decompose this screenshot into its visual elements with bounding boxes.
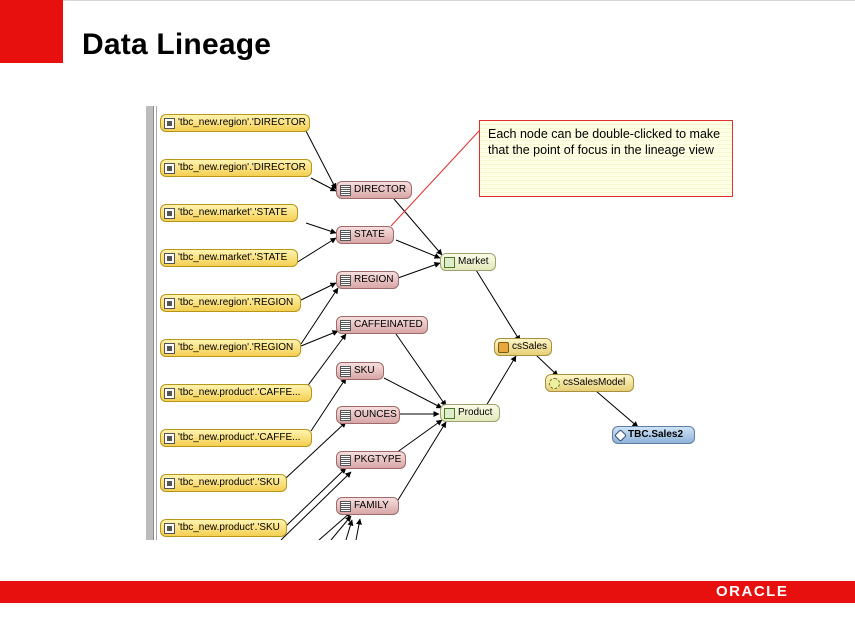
edge-family-product (397, 421, 447, 501)
level-icon (340, 365, 351, 377)
edge-pkgtype-product (395, 419, 443, 454)
diagram-scrollbar[interactable] (146, 106, 154, 540)
source-node-1[interactable]: 'tbc_new.region'.'DIRECTOR (160, 114, 310, 132)
level-icon (340, 184, 351, 196)
source-table-icon (164, 477, 175, 489)
source-node-4[interactable]: 'tbc_new.market'.'STATE (160, 249, 298, 267)
source-node-5[interactable]: 'tbc_new.region'.'REGION (160, 294, 301, 312)
level-icon (340, 500, 351, 512)
edge-sku-product (383, 377, 443, 409)
model-node-cssalesmodel[interactable]: csSalesModel (545, 374, 634, 392)
edge-market-cube (475, 269, 521, 342)
edge-caffeinated-product (395, 333, 447, 407)
edge-director-market (393, 198, 443, 256)
dimension-hierarchy-icon (444, 256, 455, 268)
cube-icon (498, 341, 509, 353)
oracle-logo: ORACLE (716, 583, 789, 600)
edge-extra-4 (345, 519, 354, 540)
edge-state-market (395, 239, 441, 259)
source-table-icon (164, 207, 175, 219)
model-icon (549, 377, 560, 389)
source-table-icon (164, 432, 175, 444)
edge-src9-ounces (285, 421, 347, 479)
source-table-icon (164, 117, 175, 129)
edge-cube-model (535, 354, 559, 377)
target-node-tbc-sales2[interactable]: TBC.Sales2 (612, 426, 695, 444)
dimension-node-market[interactable]: Market (440, 253, 496, 271)
header-rule (63, 0, 855, 1)
level-node-ounces[interactable]: OUNCES (336, 406, 400, 424)
edge-src8-sku (310, 377, 347, 432)
source-table-icon (164, 342, 175, 354)
source-table-icon (164, 252, 175, 264)
level-node-director[interactable]: DIRECTOR (336, 181, 412, 199)
target-database-icon (614, 428, 627, 442)
level-icon (340, 229, 351, 241)
level-node-family[interactable]: FAMILY (336, 497, 399, 515)
level-node-state[interactable]: STATE (336, 226, 394, 244)
level-node-region[interactable]: REGION (336, 271, 399, 289)
source-node-9[interactable]: 'tbc_new.product'.'SKU (160, 474, 287, 492)
level-node-caffeinated[interactable]: CAFFEINATED (336, 316, 428, 334)
dimension-hierarchy-icon (444, 407, 455, 419)
edge-extra-1 (280, 471, 352, 540)
source-table-icon (164, 162, 175, 174)
footer-bar (0, 581, 855, 603)
source-node-3[interactable]: 'tbc_new.market'.'STATE (160, 204, 298, 222)
edge-src4-state (295, 237, 337, 264)
edge-src7-caffeinated (305, 333, 347, 389)
edge-src2-director (310, 177, 337, 192)
level-node-sku[interactable]: SKU (336, 362, 384, 380)
edge-src6-region (300, 287, 339, 345)
level-icon (340, 274, 351, 286)
edge-src5-region (300, 282, 337, 301)
dimension-node-product[interactable]: Product (440, 404, 500, 422)
level-icon (340, 319, 351, 331)
source-node-10[interactable]: 'tbc_new.product'.'SKU (160, 519, 287, 537)
source-table-icon (164, 387, 175, 399)
source-node-6[interactable]: 'tbc_new.region'.'REGION (160, 339, 301, 357)
source-table-icon (164, 522, 175, 534)
callout-pointer (390, 130, 480, 227)
edge-extra-5 (355, 518, 362, 540)
page-title: Data Lineage (82, 28, 272, 61)
cube-node-cssales[interactable]: csSales (494, 338, 552, 356)
callout-note: Each node can be double-clicked to make … (479, 120, 733, 197)
edge-extra-3 (330, 515, 352, 540)
source-node-2[interactable]: 'tbc_new.region'.'DIRECTOR (160, 159, 312, 177)
lineage-edges (280, 130, 639, 540)
edge-src10-pkgtype (285, 467, 347, 527)
brand-red-square (0, 0, 63, 63)
source-node-8[interactable]: 'tbc_new.product'.'CAFFE... (160, 429, 312, 447)
edge-region-market (397, 262, 441, 279)
level-icon (340, 409, 351, 421)
level-icon (340, 454, 351, 466)
edge-product-cube (485, 355, 517, 407)
source-table-icon (164, 297, 175, 309)
source-node-7[interactable]: 'tbc_new.product'.'CAFFE... (160, 384, 312, 402)
lineage-diagram[interactable]: 'tbc_new.region'.'DIRECTOR 'tbc_new.regi… (146, 106, 756, 540)
level-node-pkgtype[interactable]: PKGTYPE (336, 451, 406, 469)
edge-src6-caffeinated (300, 330, 339, 347)
edge-src1-director (305, 130, 337, 190)
diagram-divider (156, 106, 157, 540)
edge-model-target (595, 390, 639, 428)
edge-src3-state (305, 222, 337, 235)
